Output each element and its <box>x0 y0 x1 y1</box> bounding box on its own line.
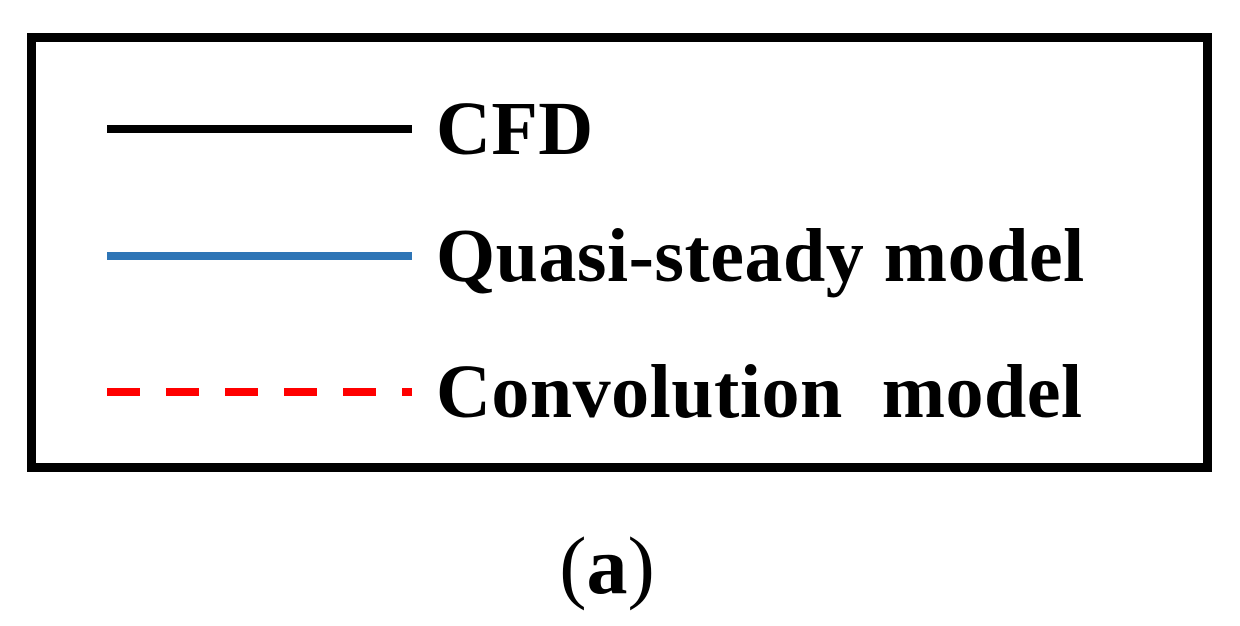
convolution-label: Convolution model <box>436 350 1083 434</box>
caption-letter: a <box>586 520 628 611</box>
convolution-dashed-line-swatch <box>107 388 412 396</box>
quasi-steady-line-swatch <box>107 252 412 260</box>
legend-box: CFD Quasi-steady model Convolution model <box>27 33 1212 472</box>
caption-open-paren: ( <box>559 520 587 611</box>
caption-close-paren: ) <box>627 520 655 611</box>
subfigure-label: (a) <box>559 525 655 607</box>
cfd-label: CFD <box>436 87 594 171</box>
cfd-line-swatch <box>107 125 412 133</box>
quasi-steady-label: Quasi-steady model <box>436 214 1085 298</box>
